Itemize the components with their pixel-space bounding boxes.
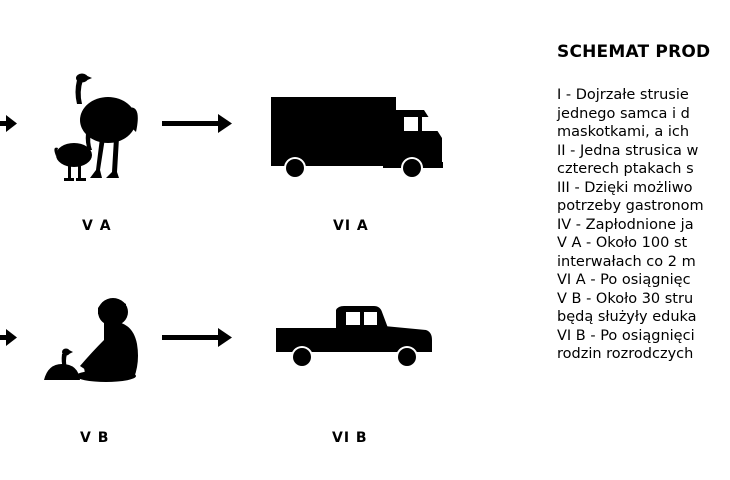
arrow-icon — [162, 328, 232, 347]
arrow-icon — [0, 329, 17, 346]
stage-label-via: VI A — [333, 218, 369, 234]
legend-line: interwałach co 2 m — [557, 253, 696, 270]
legend-line: II - Jedna strusica w — [557, 142, 699, 159]
legend-line: VI B - Po osiągnięci — [557, 327, 695, 344]
chick-icon — [54, 127, 98, 181]
legend-line: czterech ptakach s — [557, 161, 694, 177]
child-icon — [76, 298, 138, 382]
legend-line: maskotkami, a ich — [557, 124, 690, 140]
arrow-icon — [0, 115, 17, 132]
legend-line: V A - Około 100 st — [557, 235, 688, 251]
chick-icon — [44, 348, 80, 380]
legend-line: I - Dojrzałe strusie — [557, 87, 689, 103]
legend-line: VI A - Po osiągnięc — [557, 272, 691, 288]
legend-line: rodzin rozrodczych — [557, 346, 694, 362]
legend-line: potrzeby gastronom — [557, 198, 704, 214]
stage-label-vib: VI B — [332, 430, 368, 446]
arrow-icon — [162, 114, 232, 133]
stage-label-vb: V B — [80, 430, 110, 446]
stage-label-va: V A — [82, 218, 112, 234]
legend-line: będą służyły eduka — [557, 309, 697, 325]
legend-panel: SCHEMAT PROD I - Dojrzałe strusie jedneg… — [557, 42, 730, 364]
legend-line: jednego samca i d — [557, 105, 690, 122]
legend-line: III - Dzięki możliwo — [557, 179, 693, 196]
legend-text: I - Dojrzałe strusie jednego samca i d m… — [557, 86, 730, 364]
truck-icon — [271, 97, 443, 179]
pickup-truck-icon — [276, 306, 432, 368]
legend-title: SCHEMAT PROD — [557, 42, 711, 62]
legend-line: IV - Zapłodnione ja — [557, 216, 694, 233]
legend-line: V B - Około 30 stru — [557, 290, 694, 307]
